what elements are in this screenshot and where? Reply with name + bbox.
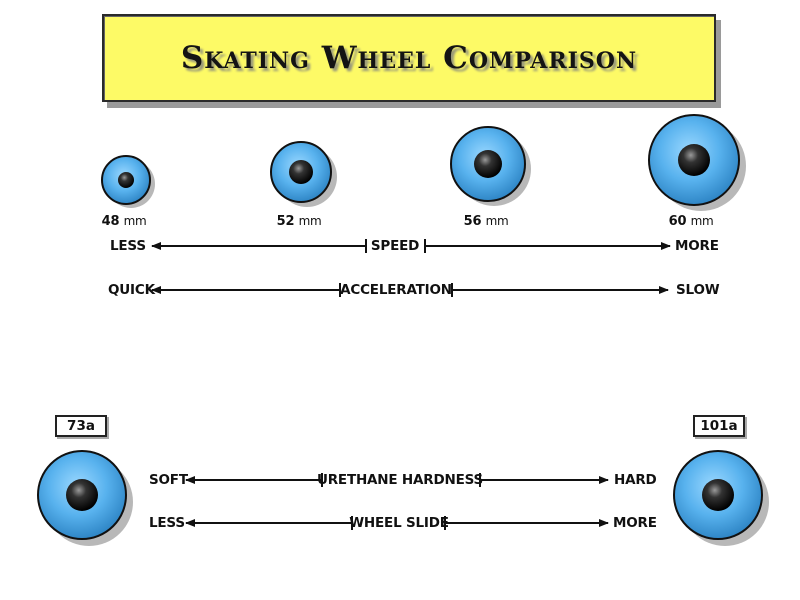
acceleration-center-label: ACCELERATION [340, 282, 452, 298]
size-label-56: 56 mm [464, 214, 509, 229]
acceleration-arrows [151, 283, 669, 297]
size-value: 48 [101, 214, 120, 229]
wheel-soft-icon [37, 450, 133, 546]
page-title: Skating Wheel Comparison [180, 40, 638, 76]
size-unit: mm [298, 214, 322, 228]
slide-center-label: WHEEL SLIDE [349, 515, 449, 531]
size-label-52: 52 mm [277, 214, 322, 229]
wheel-hard-icon [673, 450, 769, 546]
hardness-right-label: HARD [614, 472, 657, 488]
speed-arrows [151, 239, 671, 253]
title-banner: Skating Wheel Comparison [102, 14, 716, 102]
slide-right-label: MORE [613, 515, 657, 531]
size-value: 60 [668, 214, 687, 229]
slide-left-label: LESS [149, 515, 185, 531]
wheel-60mm-icon [648, 114, 746, 211]
wheel-56mm-icon [450, 126, 531, 206]
speed-left-label: LESS [110, 238, 146, 254]
size-unit: mm [690, 214, 714, 228]
hardness-soft-badge: 73a [55, 415, 107, 437]
hardness-left-label: SOFT [149, 472, 188, 488]
size-unit: mm [485, 214, 509, 228]
size-label-48: 48 mm [102, 214, 147, 229]
size-label-60: 60 mm [669, 214, 714, 229]
wheel-52mm-icon [270, 141, 337, 207]
size-value: 52 [276, 214, 295, 229]
size-unit: mm [123, 214, 147, 228]
slide-arrows [185, 516, 609, 530]
hardness-arrows [185, 473, 609, 487]
hardness-center-label: URETHANE HARDNESS [316, 472, 484, 488]
speed-right-label: MORE [675, 238, 719, 254]
acceleration-left-label: QUICK [108, 282, 155, 298]
acceleration-right-label: SLOW [676, 282, 720, 298]
wheel-48mm-icon [101, 155, 155, 208]
hardness-hard-badge: 101a [693, 415, 745, 437]
speed-center-label: SPEED [370, 238, 420, 254]
size-value: 56 [463, 214, 482, 229]
